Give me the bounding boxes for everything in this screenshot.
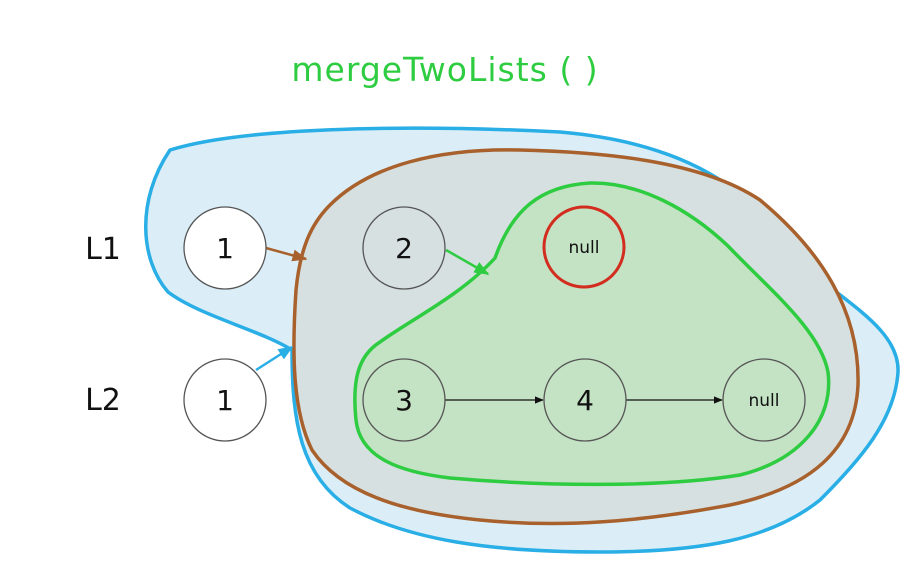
inner-recursion-region — [353, 181, 831, 487]
list-node-l2-1: 1 — [183, 358, 267, 442]
node-value: 1 — [216, 384, 234, 417]
node-value: 2 — [395, 232, 413, 265]
list-node-l2-null: null — [722, 358, 806, 442]
null-label: null — [749, 391, 780, 411]
blue-recursion-arrow — [255, 345, 294, 372]
node-value: 3 — [395, 384, 413, 417]
list-label-l1: L1 — [85, 232, 121, 267]
green-recursion-arrow — [445, 248, 490, 276]
list-node-l2-4: 4 — [543, 358, 627, 442]
list-node-l1-1: 1 — [183, 206, 267, 290]
list-node-l1-null: null — [542, 205, 626, 289]
node-value: 4 — [576, 384, 594, 417]
list-label-l2: L2 — [85, 383, 121, 418]
node-value: 1 — [216, 232, 234, 265]
list-node-l1-2: 2 — [362, 206, 446, 290]
list-node-l2-3: 3 — [362, 358, 446, 442]
diagram-title: mergeTwoLists ( ) — [291, 50, 598, 89]
null-label: null — [569, 238, 600, 258]
brown-recursion-arrow — [265, 246, 308, 262]
